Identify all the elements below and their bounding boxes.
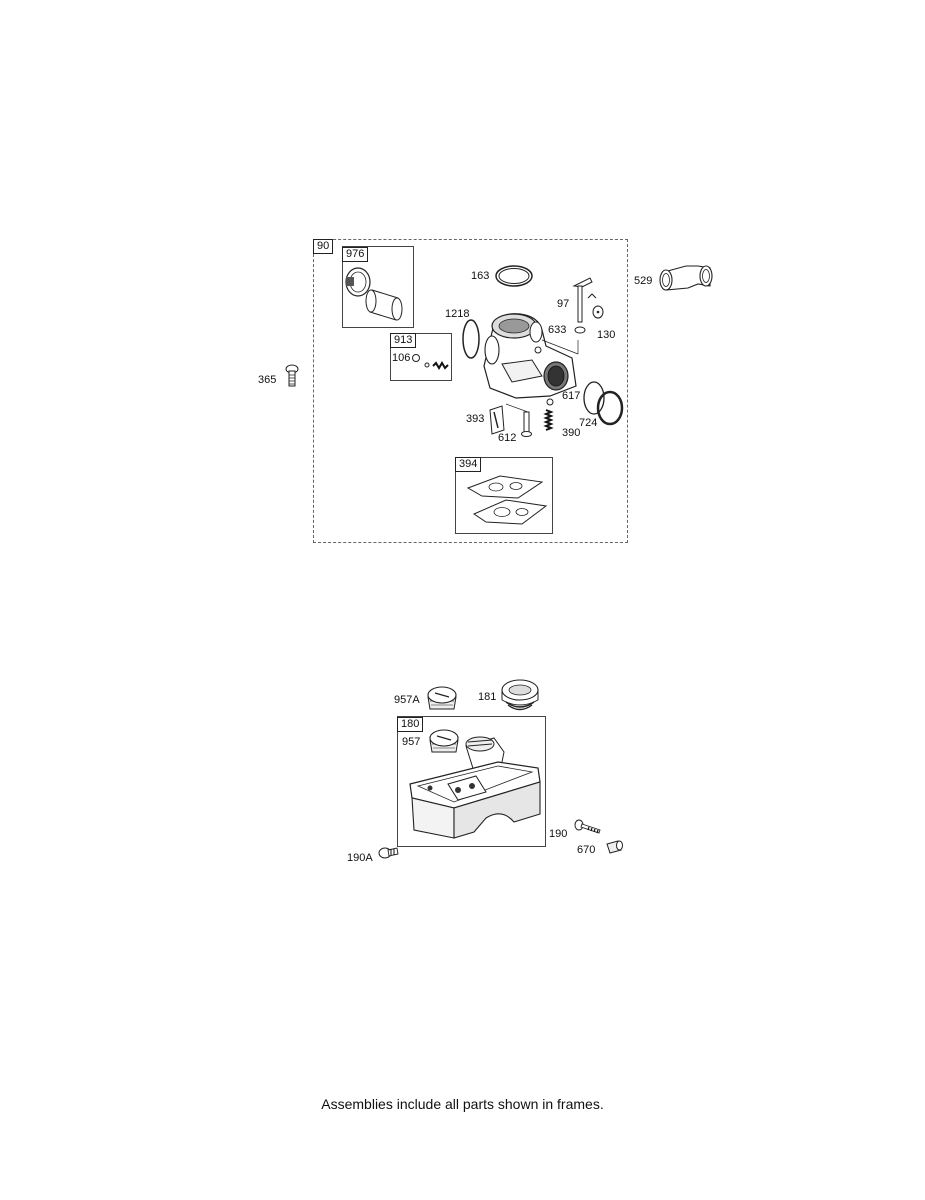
main-assembly-frame bbox=[313, 239, 628, 543]
part-label-724: 724 bbox=[579, 417, 598, 429]
assemblies-note: Assemblies include all parts shown in fr… bbox=[321, 1096, 604, 1112]
bowl-parts bbox=[489, 403, 554, 437]
part-label-612: 612 bbox=[498, 432, 517, 444]
part-label-190: 190 bbox=[549, 828, 568, 840]
needle-kit-parts bbox=[412, 354, 449, 370]
screw-365-part bbox=[285, 364, 299, 387]
fuel-tank-frame bbox=[397, 716, 546, 847]
part-label-365: 365 bbox=[258, 374, 277, 386]
carburetor-body-part bbox=[483, 313, 577, 406]
part-label-957A: 957A bbox=[394, 694, 420, 706]
part-label-633: 633 bbox=[548, 324, 567, 336]
part-label-1218: 1218 bbox=[445, 308, 470, 320]
needle-kit-frame bbox=[390, 333, 452, 381]
inlet-tube-part bbox=[345, 267, 403, 321]
part-label-393: 393 bbox=[466, 413, 485, 425]
part-label-529: 529 bbox=[634, 275, 653, 287]
part-label-130: 130 bbox=[597, 329, 616, 341]
o-ring-1218-part bbox=[462, 319, 480, 359]
fuel-tank-part bbox=[409, 736, 541, 839]
leader-lines bbox=[541, 326, 586, 355]
part-label-181: 181 bbox=[478, 691, 497, 703]
part-label-957: 957 bbox=[402, 736, 421, 748]
frame-label-394: 394 bbox=[455, 457, 482, 472]
elbow-529-part bbox=[659, 265, 713, 291]
bolt-190A-part bbox=[378, 847, 399, 859]
part-label-163: 163 bbox=[471, 270, 490, 282]
part-label-97: 97 bbox=[557, 298, 570, 310]
gasket-163-part bbox=[495, 265, 533, 287]
rings-617-724-part bbox=[583, 381, 624, 426]
part-label-617: 617 bbox=[562, 390, 581, 402]
throttle-shaft-part bbox=[572, 277, 604, 323]
frame-label-913: 913 bbox=[390, 333, 417, 348]
inlet-tube-frame bbox=[342, 246, 414, 328]
gasket-kit-frame bbox=[455, 457, 553, 534]
part-label-106: 106 bbox=[392, 352, 411, 364]
fuel-cap-957-part bbox=[429, 729, 459, 753]
fuel-gauge-181-part bbox=[501, 679, 539, 711]
frame-label-976: 976 bbox=[342, 247, 369, 262]
bolt-190-part bbox=[574, 819, 601, 834]
fuel-cap-957A-part bbox=[427, 686, 457, 710]
part-label-190A: 190A bbox=[347, 852, 373, 864]
frame-label-90: 90 bbox=[313, 239, 334, 254]
part-label-390: 390 bbox=[562, 427, 581, 439]
frame-label-180: 180 bbox=[397, 717, 424, 732]
part-label-670: 670 bbox=[577, 844, 596, 856]
gasket-kit-parts bbox=[466, 475, 548, 525]
spacer-670-part bbox=[606, 840, 623, 854]
